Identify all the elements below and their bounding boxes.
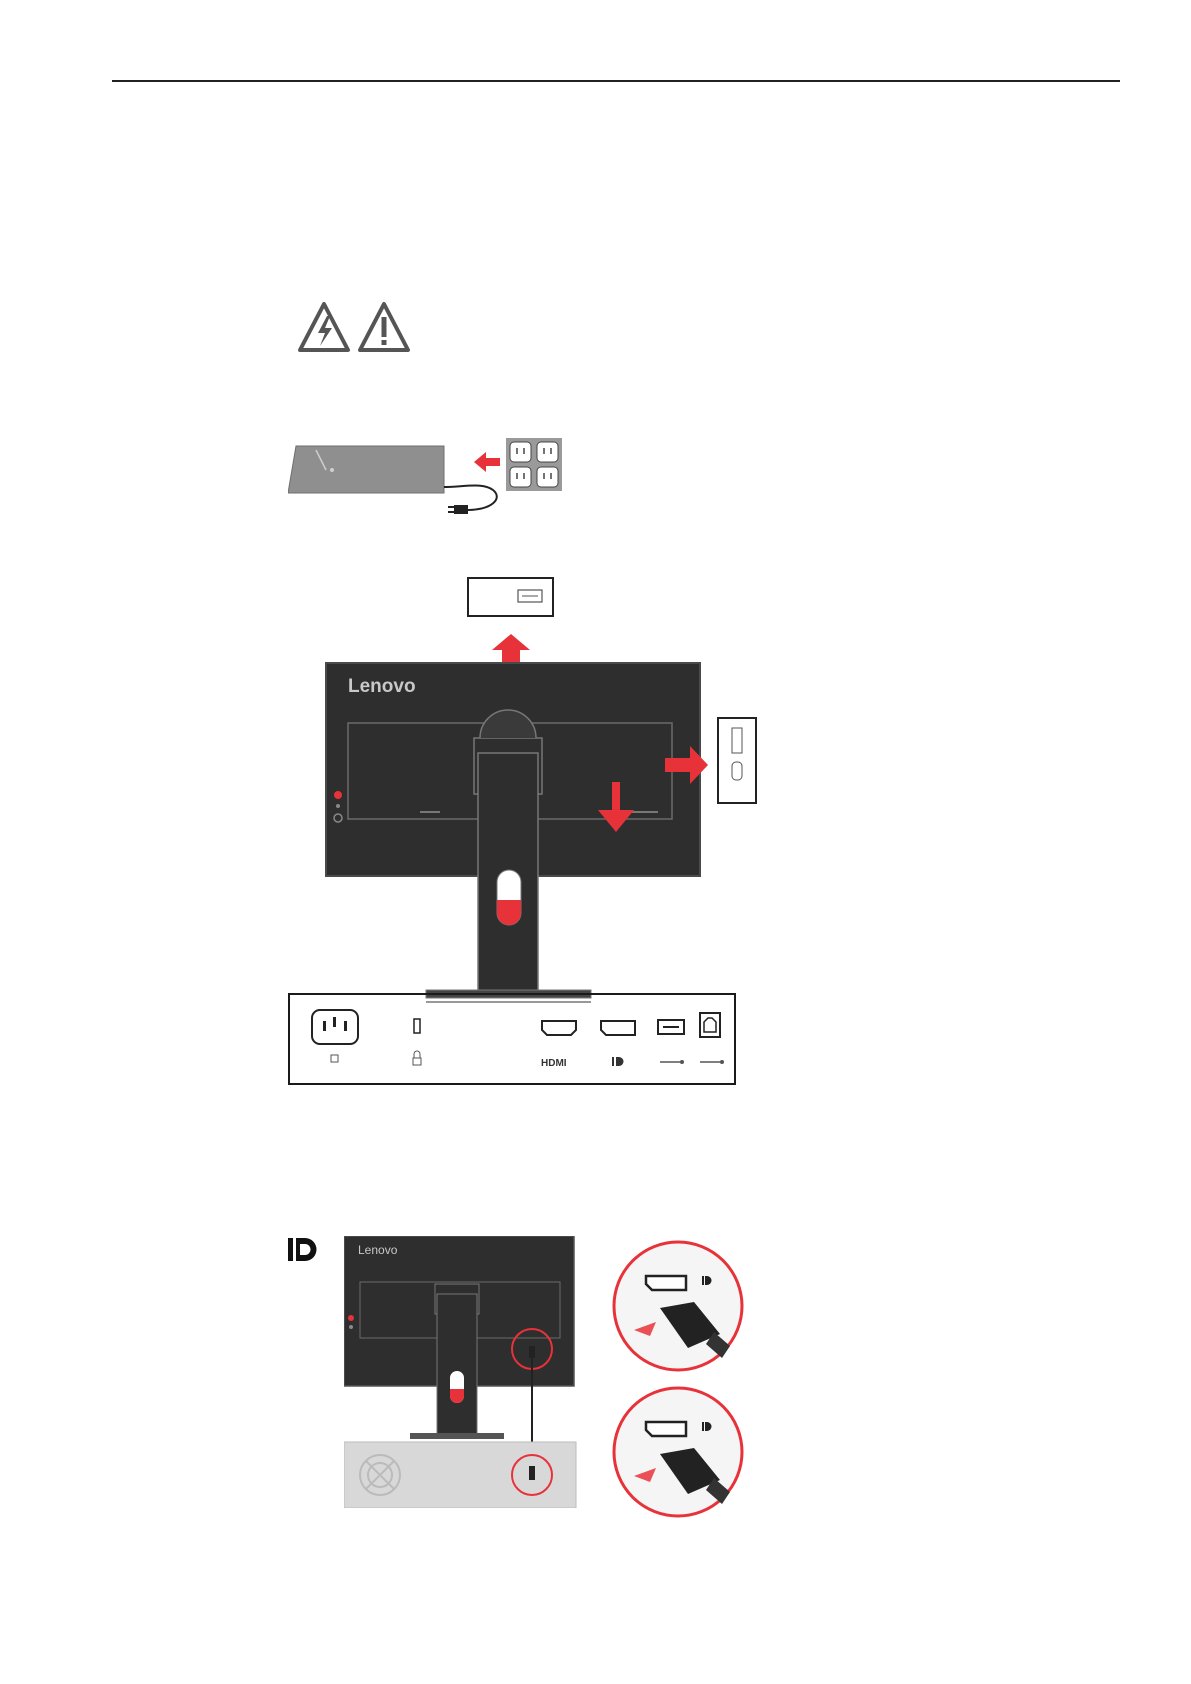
displayport-port bbox=[601, 1021, 635, 1066]
displayport-icon bbox=[612, 1057, 624, 1066]
caution-icon bbox=[360, 304, 408, 350]
lock-icon bbox=[413, 1019, 421, 1065]
electrical-hazard-icon bbox=[300, 304, 348, 350]
displayport-connection-diagram: Lenovo bbox=[344, 1236, 588, 1508]
brand-logo-small: Lenovo bbox=[358, 1243, 398, 1257]
brand-logo: Lenovo bbox=[348, 676, 416, 697]
hdmi-port: HDMI bbox=[541, 1021, 576, 1069]
connector-closeup-monitor bbox=[614, 1242, 742, 1370]
usb-b-port bbox=[700, 1013, 724, 1064]
power-connection-illustration bbox=[288, 438, 578, 528]
usb-port bbox=[658, 1020, 684, 1064]
port-panel-icons: HDMI bbox=[290, 995, 730, 1079]
displayport-icon bbox=[286, 1236, 320, 1263]
hdmi-label: HDMI bbox=[541, 1058, 567, 1069]
connector-closeup-computer bbox=[614, 1388, 742, 1516]
connector-closeups bbox=[608, 1236, 750, 1518]
header-rule bbox=[112, 80, 1120, 82]
usb-ss-icon bbox=[700, 1060, 724, 1064]
usb-ss-icon bbox=[660, 1060, 684, 1064]
warning-symbols bbox=[296, 300, 416, 358]
power-plug-icon bbox=[312, 1010, 358, 1062]
